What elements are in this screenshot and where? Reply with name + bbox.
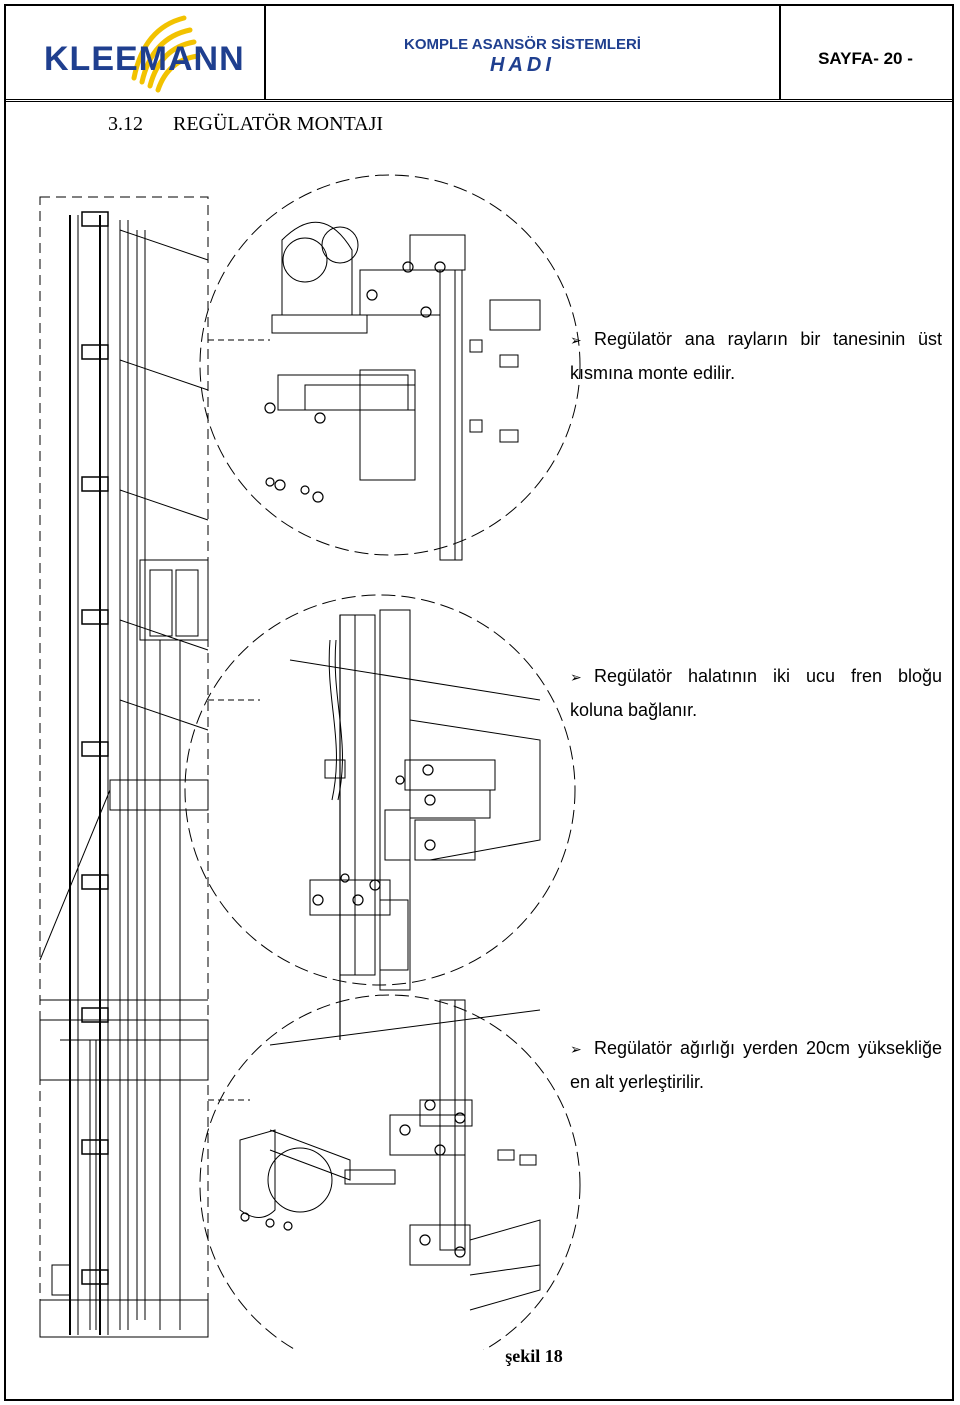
bullet-governor-mount: ➢Regülatör ana rayların bir tanesinin üs… bbox=[570, 323, 942, 390]
section-heading: REGÜLATÖR MONTAJI bbox=[173, 113, 384, 135]
section-number: 3.12 bbox=[108, 113, 143, 135]
page-frame bbox=[4, 4, 954, 1401]
section-title: 3.12 REGÜLATÖR MONTAJI bbox=[108, 113, 383, 136]
logo-text: KLEEMANN bbox=[44, 40, 245, 78]
logo-cell: KLEEMANN bbox=[4, 4, 266, 99]
bullet-rope-to-brake: ➢Regülatör halatının iki ucu fren bloğu … bbox=[570, 660, 942, 727]
figure-caption: şekil 18 bbox=[505, 1346, 563, 1366]
arrow-bullet-icon: ➢ bbox=[570, 1041, 582, 1057]
sun-logo-icon bbox=[131, 15, 201, 93]
bullet-weight-height: ➢Regülatör ağırlığı yerden 20cm yüksekli… bbox=[570, 1032, 942, 1099]
page-number: SAYFA- 20 - bbox=[818, 49, 913, 68]
company-name: KOMPLE ASANSÖR SİSTEMLERİ bbox=[404, 36, 641, 53]
page-number-cell: SAYFA- 20 - bbox=[781, 4, 950, 99]
bullet-text: Regülatör ana rayların bir tanesinin üst… bbox=[570, 329, 942, 383]
bullet-text: Regülatör ağırlığı yerden 20cm yüksekliğ… bbox=[570, 1038, 942, 1092]
product-name: HADI bbox=[490, 54, 555, 76]
arrow-bullet-icon: ➢ bbox=[570, 332, 582, 348]
bullet-text: Regülatör halatının iki ucu fren bloğu k… bbox=[570, 666, 942, 720]
arrow-bullet-icon: ➢ bbox=[570, 669, 582, 685]
header-title-cell: KOMPLE ASANSÖR SİSTEMLERİ HADI bbox=[266, 4, 781, 99]
elevator-shaft-drawing bbox=[39, 174, 581, 1350]
page-header: KLEEMANN KOMPLE ASANSÖR SİSTEMLERİ HADI … bbox=[4, 4, 954, 102]
